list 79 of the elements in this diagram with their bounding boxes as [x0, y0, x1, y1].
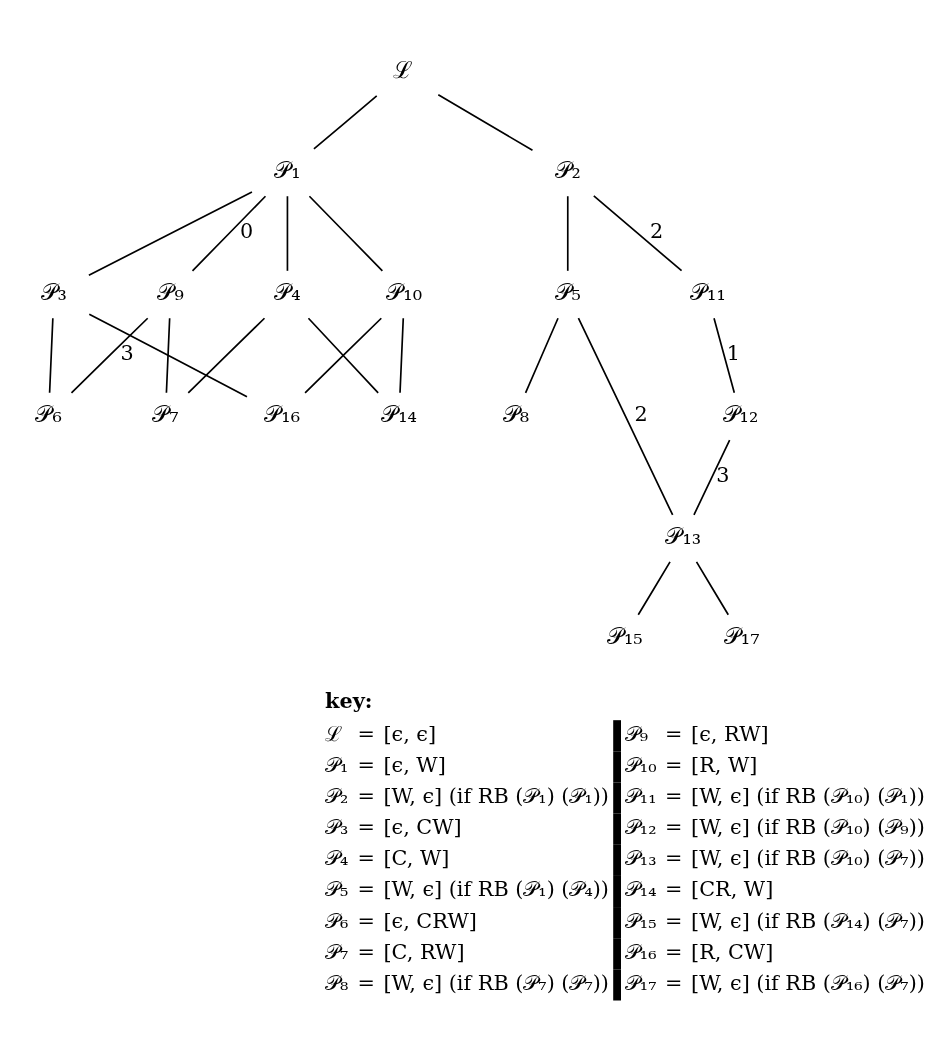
- label: [W, ϵ] (if RB (𝒫₁₀) (𝒫₁)): [691, 783, 925, 808]
- edge-label: 3: [120, 340, 134, 365]
- node-text: 𝒫₁₂: [722, 399, 759, 428]
- node-text: 𝒫₁₄: [381, 399, 417, 428]
- label: =: [665, 939, 683, 964]
- label: [W, ϵ] (if RB (𝒫₁₀) (𝒫₉)): [691, 814, 925, 839]
- label: =: [665, 876, 683, 901]
- label: 𝒫₁₂: [624, 814, 657, 839]
- label: 𝒫₇: [325, 939, 349, 964]
- label: 𝒫₁₆: [624, 939, 657, 964]
- label: 𝒫₁₁: [624, 783, 657, 808]
- label: =: [665, 908, 683, 933]
- label: [R, CW]: [691, 939, 774, 964]
- label: [R, W]: [691, 752, 758, 777]
- node-text: 𝒫₁₀: [386, 277, 423, 306]
- node-text: 𝒫₂: [554, 155, 581, 184]
- label: 𝒫₁₇: [624, 970, 657, 995]
- label: [ϵ, ϵ]: [383, 721, 437, 746]
- label: =: [665, 845, 683, 870]
- label: [W, ϵ] (if RB (𝒫₁) (𝒫₁)): [383, 783, 609, 808]
- label: [ϵ, RW]: [691, 721, 769, 746]
- label: 𝒫₃: [325, 814, 349, 839]
- node-text: 𝒫₃: [40, 277, 68, 306]
- label: =: [357, 814, 375, 839]
- label: 𝒫₈: [325, 970, 349, 995]
- label: 𝒫₅: [325, 876, 349, 901]
- label: 𝒫₁₀: [624, 752, 657, 777]
- label: key:: [325, 688, 373, 713]
- label: [CR, W]: [691, 876, 774, 901]
- edge-label: 2: [634, 401, 648, 426]
- node-text: 𝒫₁: [274, 155, 301, 184]
- node-text: 𝒫₁₅: [607, 621, 643, 650]
- label: [C, RW]: [383, 939, 465, 964]
- node-text: 𝒫₅: [554, 277, 581, 306]
- label: =: [357, 721, 375, 746]
- label: [ϵ, CRW]: [383, 908, 477, 933]
- label: [W, ϵ] (if RB (𝒫₇) (𝒫₇)): [383, 970, 609, 995]
- label: =: [665, 814, 683, 839]
- label: 𝒫₄: [325, 845, 349, 870]
- node-text: 𝒫₄: [274, 277, 301, 306]
- node-text: 𝒫₉: [157, 277, 184, 306]
- label: 𝒫₆: [325, 908, 349, 933]
- label: =: [357, 876, 375, 901]
- label: [C, W]: [383, 845, 450, 870]
- node-text: 𝒫₁₇: [723, 621, 760, 650]
- edge-label: 3: [716, 462, 730, 487]
- label: =: [357, 783, 375, 808]
- label: =: [665, 970, 683, 995]
- label: [W, ϵ] (if RB (𝒫₁₄) (𝒫₇)): [691, 908, 925, 933]
- label: 𝒫₁₄: [624, 876, 657, 901]
- label: =: [357, 908, 375, 933]
- label: =: [357, 845, 375, 870]
- label: [ϵ, CW]: [383, 814, 462, 839]
- label: [W, ϵ] (if RB (𝒫₁₀) (𝒫₇)): [691, 845, 925, 870]
- label: [W, ϵ] (if RB (𝒫₁) (𝒫₄)): [383, 876, 609, 901]
- label: =: [665, 752, 683, 777]
- label: =: [357, 752, 375, 777]
- edge-label: 1: [726, 340, 740, 365]
- node-text: 𝒫₈: [502, 399, 530, 428]
- label: [W, ϵ] (if RB (𝒫₁₆) (𝒫₇)): [691, 970, 925, 995]
- label: 𝒫₁₃: [624, 845, 657, 870]
- label: 𝒫₁₅: [624, 908, 657, 933]
- node-text: ℒ: [393, 55, 413, 84]
- label: =: [357, 939, 375, 964]
- node-text: 𝒫₁₃: [665, 521, 702, 550]
- label: ℒ: [325, 721, 343, 746]
- edge-label: 0: [239, 218, 254, 243]
- label: 𝒫₁: [325, 752, 349, 777]
- label: =: [665, 783, 683, 808]
- label: [ϵ, W]: [383, 752, 446, 777]
- label: 𝒫₂: [325, 783, 349, 808]
- label: =: [357, 970, 375, 995]
- label: 𝒫₉: [624, 721, 649, 746]
- label: =: [665, 721, 683, 746]
- node-text: 𝒫₇: [152, 399, 179, 428]
- node-text: 𝒫₆: [35, 399, 62, 428]
- node-text: 𝒫₁₆: [264, 399, 301, 428]
- edge-label: 2: [650, 218, 664, 243]
- node-text: 𝒫₁₁: [690, 277, 726, 306]
